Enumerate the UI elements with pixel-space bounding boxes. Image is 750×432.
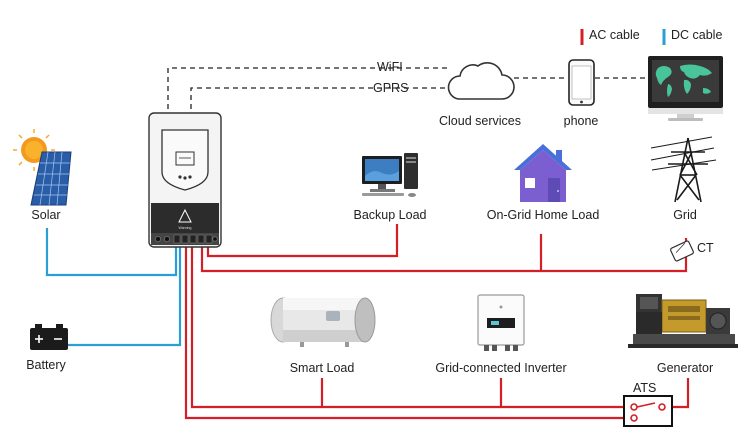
- gprs-link: [190, 87, 450, 118]
- grid-inverter-label: Grid-connected Inverter: [435, 361, 567, 375]
- house-icon: [514, 144, 572, 202]
- battery-icon: [30, 324, 68, 350]
- ac-cable-grid: [200, 238, 688, 273]
- ac-cable-ats-a: [190, 246, 630, 409]
- diesel-generator-icon: [628, 294, 738, 348]
- cloud-services-label: Cloud services: [439, 114, 521, 128]
- smart-load-label: Smart Load: [289, 361, 355, 375]
- desktop-computer-icon: [362, 153, 418, 197]
- svg-text:Warning: Warning: [179, 226, 192, 230]
- smartphone-icon: [568, 59, 595, 106]
- cloud-icon: [447, 62, 515, 100]
- solar-label: Solar: [31, 208, 61, 222]
- wifi-label: WiFI: [377, 60, 403, 74]
- ac-cable-backup: [206, 224, 399, 258]
- sun-icon: [13, 129, 55, 171]
- ats-switch-icon: [623, 395, 673, 427]
- ct-label: CT: [697, 241, 714, 255]
- legend-dc-label: DC cable: [671, 28, 723, 42]
- backup-load-label: Backup Load: [353, 208, 427, 222]
- ct-sensor-icon: [670, 240, 694, 262]
- wifi-link: [167, 67, 450, 118]
- gprs-label: GPRS: [373, 81, 409, 95]
- battery-label: Battery: [26, 358, 66, 372]
- hybrid-inverter-icon: Warning: [148, 112, 222, 248]
- transmission-tower-icon: [650, 136, 717, 203]
- dc-cable-battery: [66, 246, 182, 347]
- ac-cable-generator: [666, 378, 690, 409]
- grid-label: Grid: [673, 208, 697, 222]
- legend-ac-label: AC cable: [589, 28, 640, 42]
- dc-cable-solar: [45, 228, 178, 277]
- generator-label: Generator: [656, 361, 714, 375]
- home-load-label: On-Grid Home Load: [486, 208, 600, 222]
- solar-panel-icon: [30, 151, 72, 206]
- phone-label: phone: [563, 114, 599, 128]
- world-map-monitor-icon: [648, 56, 723, 121]
- string-inverter-icon: [477, 294, 525, 351]
- water-heater-icon: [270, 297, 376, 347]
- ats-label: ATS: [633, 381, 657, 395]
- ac-cable-ats-b: [184, 246, 630, 420]
